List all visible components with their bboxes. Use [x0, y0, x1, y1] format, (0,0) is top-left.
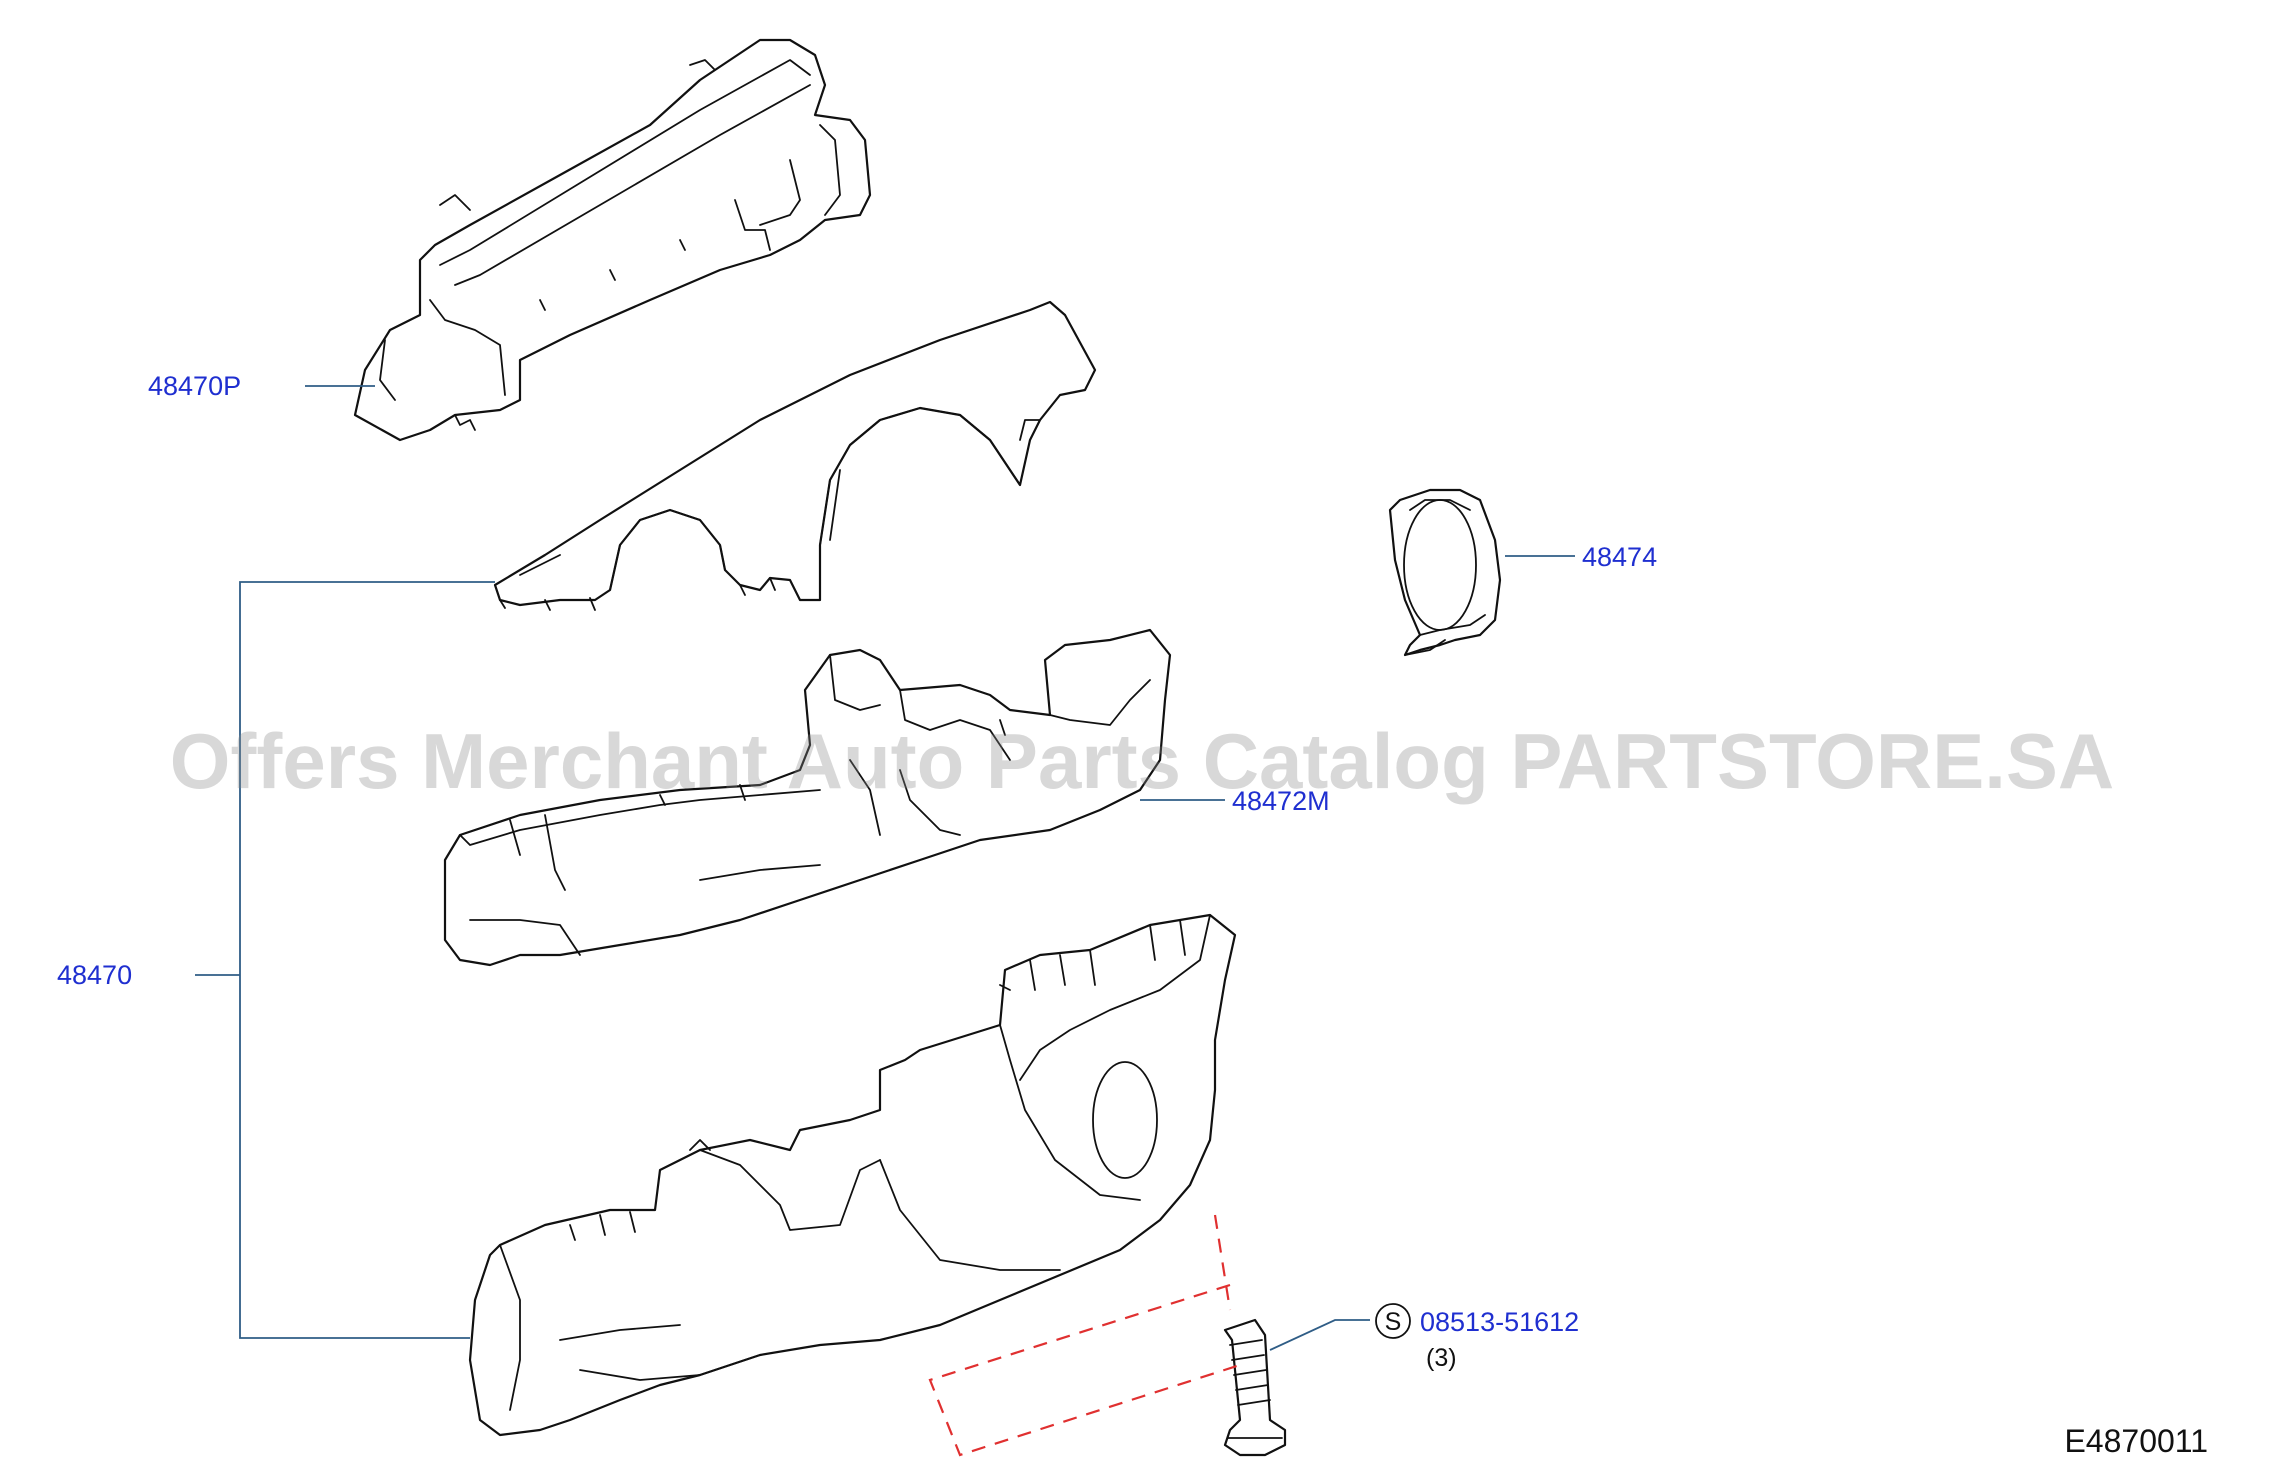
- screw-part[interactable]: [1223, 1318, 1287, 1457]
- standard-part-symbol: S: [1385, 1308, 1402, 1336]
- lower-column-cover-part[interactable]: [468, 913, 1237, 1437]
- screw-quantity: (3): [1426, 1344, 1457, 1372]
- leader-lines: [195, 385, 1575, 1351]
- callout-48474[interactable]: 48474: [1582, 542, 1657, 572]
- installation-dashed-lines: [928, 1214, 1241, 1457]
- diagram-code: E4870011: [2064, 1423, 2208, 1459]
- ring-part[interactable]: [1388, 488, 1502, 657]
- callout-48470[interactable]: 48470: [57, 960, 132, 990]
- middle-cover-part[interactable]: [443, 628, 1172, 967]
- standard-part-circle-icon: [1375, 1303, 1411, 1339]
- upper-bracket-part[interactable]: [353, 38, 872, 442]
- callout-48472m[interactable]: 48472M: [1232, 786, 1330, 816]
- watermark-text: Offers Merchant Auto Parts Catalog PARTS…: [170, 717, 2115, 805]
- upper-column-cover-part[interactable]: [493, 300, 1097, 611]
- callout-08513-51612[interactable]: 08513-51612: [1420, 1307, 1579, 1337]
- callout-48470p[interactable]: 48470P: [148, 371, 241, 401]
